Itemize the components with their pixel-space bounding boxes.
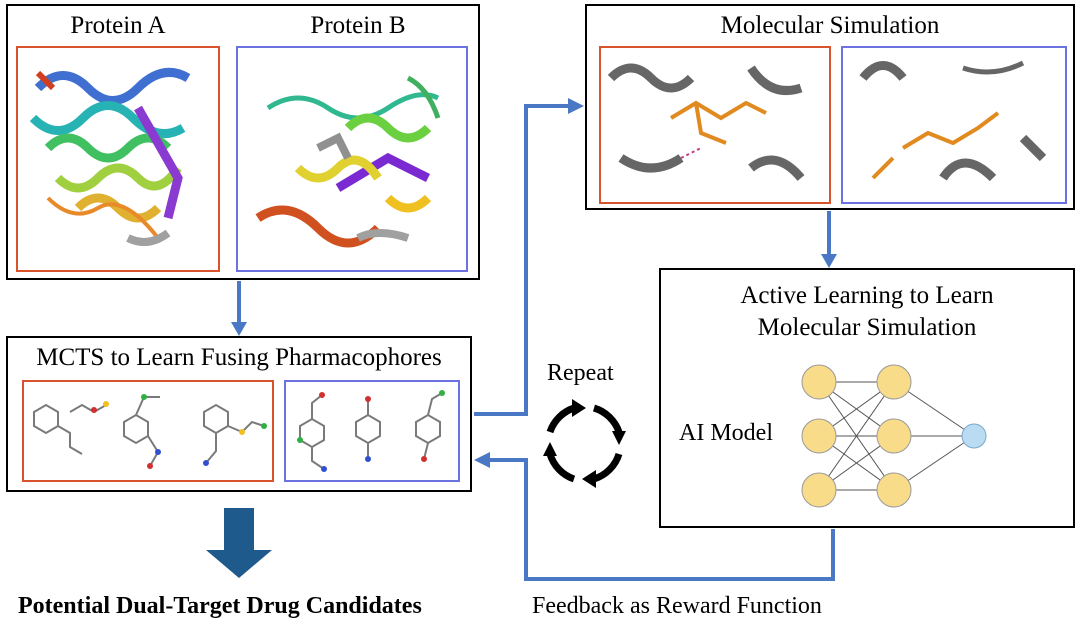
protein-a-structure [16,46,220,272]
pharmacophore-set-b [284,380,460,482]
output-node [961,423,987,449]
active-learning-title-line2: Molecular Simulation [757,314,977,341]
pharmacophore-set-a [22,380,274,482]
repeat-cycle-icon [543,399,626,488]
active-learning-title-line1: Active Learning to Learn [740,282,994,309]
input-node [801,364,837,400]
simulation-a-view [599,46,831,204]
output-label: Potential Dual-Target Drug Candidates [18,593,422,619]
protein-a-label: Protein A [70,12,166,39]
protein-panel: Protein A Protein B [6,4,480,280]
protein-b-label: Protein B [310,12,406,39]
hidden-node [876,364,912,400]
simulation-b-view [841,46,1067,204]
input-node [801,472,837,508]
active-learning-panel: Active Learning to Learn Molecular Simul… [659,268,1075,528]
hidden-node [876,418,912,454]
ai-model-label: AI Model [679,420,773,446]
mcts-panel: MCTS to Learn Fusing Pharmacophores [6,336,472,492]
mcts-title: MCTS to Learn Fusing Pharmacophores [36,344,442,371]
feedback-label: Feedback as Reward Function [532,593,822,619]
repeat-label: Repeat [547,360,614,386]
simulation-title: Molecular Simulation [720,12,940,39]
output-down-arrow [206,508,272,578]
molecular-simulation-panel: Molecular Simulation [585,4,1075,210]
protein-b-structure [236,46,468,272]
hidden-node [876,472,912,508]
neural-network-diagram [801,364,987,508]
input-node [801,418,837,454]
